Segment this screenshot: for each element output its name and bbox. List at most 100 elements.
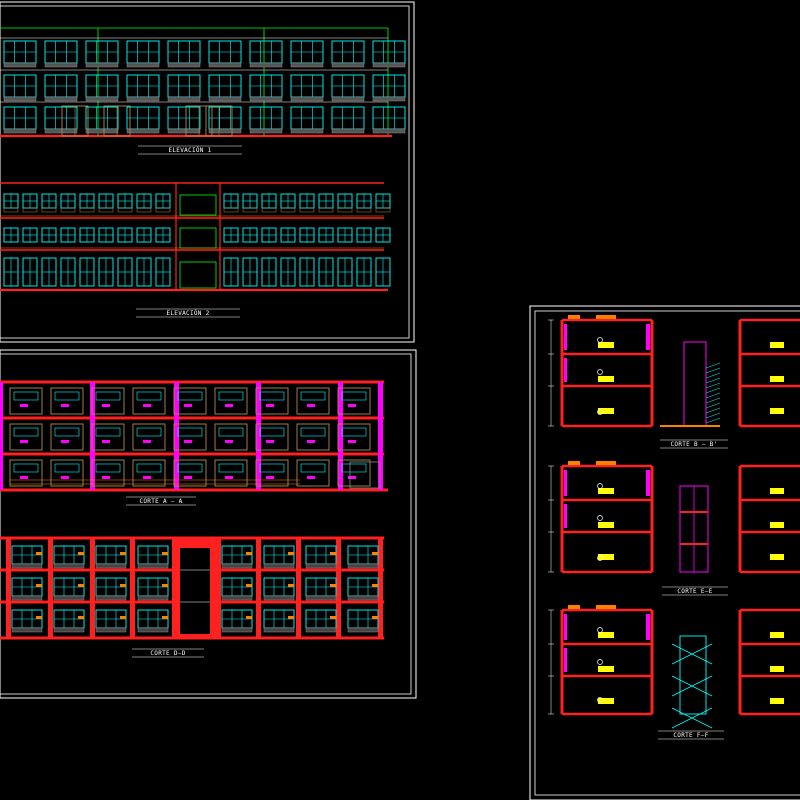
room-panel bbox=[91, 387, 125, 415]
wall bbox=[738, 466, 742, 572]
sill bbox=[221, 595, 253, 601]
human-figure bbox=[597, 337, 603, 343]
furniture bbox=[770, 632, 784, 638]
section-f-f-drawing bbox=[548, 605, 800, 729]
window bbox=[13, 463, 39, 473]
sill bbox=[53, 595, 85, 601]
sill-panel bbox=[249, 128, 283, 134]
wall bbox=[560, 320, 564, 426]
human-figure bbox=[597, 659, 603, 665]
rail bbox=[337, 207, 353, 213]
room-panel bbox=[214, 423, 248, 451]
sill-panel bbox=[290, 96, 324, 102]
room-panel bbox=[50, 459, 84, 487]
tag bbox=[266, 404, 274, 407]
column bbox=[216, 538, 221, 638]
sill bbox=[221, 627, 253, 633]
tag bbox=[372, 584, 378, 587]
window bbox=[341, 427, 367, 437]
sill bbox=[137, 595, 169, 601]
stair-step bbox=[705, 372, 721, 379]
furniture bbox=[598, 522, 614, 528]
room-panel bbox=[337, 423, 371, 451]
rail bbox=[79, 207, 95, 213]
tag bbox=[348, 440, 356, 443]
sill-panel bbox=[167, 96, 201, 102]
room-panel bbox=[214, 387, 248, 415]
tag bbox=[102, 440, 110, 443]
tag bbox=[246, 584, 252, 587]
sill bbox=[137, 563, 169, 569]
title-corte-e-e: CORTE E–E bbox=[662, 586, 728, 596]
core-void bbox=[180, 548, 210, 634]
tag bbox=[372, 616, 378, 619]
tag bbox=[36, 584, 42, 587]
column bbox=[378, 538, 383, 638]
furniture bbox=[598, 408, 614, 414]
tag bbox=[162, 584, 168, 587]
furniture bbox=[770, 408, 784, 414]
sill bbox=[11, 563, 43, 569]
sill bbox=[347, 627, 379, 633]
core-window bbox=[179, 194, 217, 216]
window-section bbox=[564, 648, 567, 672]
roof-marker bbox=[596, 461, 616, 465]
tag bbox=[225, 404, 233, 407]
sill-panel bbox=[3, 62, 37, 68]
rail bbox=[223, 207, 239, 213]
rail bbox=[60, 207, 76, 213]
tag bbox=[102, 404, 110, 407]
sill-panel bbox=[372, 62, 406, 68]
sill-panel bbox=[44, 128, 78, 134]
tag bbox=[266, 440, 274, 443]
tag bbox=[143, 440, 151, 443]
window bbox=[341, 391, 367, 401]
window bbox=[95, 427, 121, 437]
tag bbox=[162, 552, 168, 555]
stair-step bbox=[705, 402, 721, 409]
wall bbox=[650, 466, 654, 572]
elevation-2-drawing bbox=[0, 182, 391, 292]
tag bbox=[120, 584, 126, 587]
room-panel bbox=[173, 459, 207, 487]
sill bbox=[263, 563, 295, 569]
sill bbox=[11, 627, 43, 633]
sill-panel bbox=[331, 62, 365, 68]
elevation-1-drawing bbox=[0, 27, 406, 138]
column bbox=[256, 538, 261, 638]
room-panel bbox=[9, 459, 43, 487]
tag bbox=[288, 552, 294, 555]
window bbox=[13, 427, 39, 437]
wall bbox=[650, 320, 654, 426]
room-panel bbox=[296, 423, 330, 451]
sill bbox=[95, 627, 127, 633]
title-elevacion-1: ELEVACIÓN 1 bbox=[138, 145, 242, 155]
tag bbox=[20, 404, 28, 407]
window bbox=[95, 391, 121, 401]
title-corte-f-f: CORTE F–F bbox=[658, 730, 724, 740]
furniture bbox=[770, 698, 784, 704]
stair-step bbox=[705, 392, 721, 399]
sill-panel bbox=[126, 96, 160, 102]
window bbox=[218, 391, 244, 401]
section-b-b-drawing bbox=[548, 315, 800, 428]
column bbox=[48, 538, 53, 638]
column bbox=[378, 382, 383, 490]
window bbox=[54, 427, 80, 437]
room-panel bbox=[132, 459, 166, 487]
human-figure bbox=[597, 369, 603, 375]
sill-panel bbox=[208, 96, 242, 102]
wall bbox=[650, 610, 654, 714]
window bbox=[136, 427, 162, 437]
room-panel bbox=[173, 387, 207, 415]
sill bbox=[53, 627, 85, 633]
window bbox=[136, 391, 162, 401]
column bbox=[174, 382, 179, 490]
tag bbox=[78, 552, 84, 555]
human-figure bbox=[597, 627, 603, 633]
window-section bbox=[564, 504, 567, 528]
stair-step bbox=[705, 362, 721, 369]
sill-panel bbox=[3, 128, 37, 134]
tag bbox=[78, 584, 84, 587]
tag bbox=[184, 476, 192, 479]
